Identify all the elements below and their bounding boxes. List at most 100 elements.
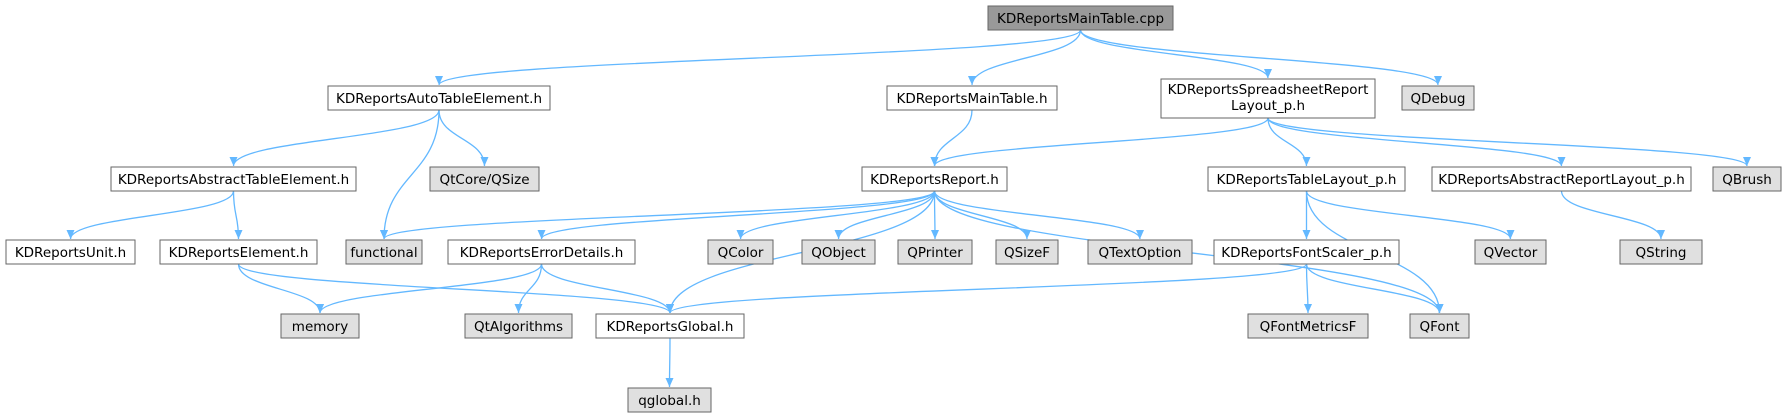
node-globalH[interactable]: KDReportsGlobal.h: [595, 313, 745, 339]
node-qbrush[interactable]: QBrush: [1712, 166, 1782, 192]
node-label: KDReportsReport.h: [870, 172, 999, 188]
node-box: [801, 239, 876, 265]
node-box: [1160, 78, 1376, 119]
node-unitH[interactable]: KDReportsUnit.h: [5, 239, 136, 265]
node-box: [1409, 313, 1470, 339]
edge-mainTableCpp-to-mainTableH: [968, 29, 1082, 86]
node-box: [1087, 239, 1193, 265]
edge-spreadsheetLayoutH-to-tableLayoutH: [1267, 117, 1311, 167]
node-qvector[interactable]: QVector: [1474, 239, 1547, 265]
edge-reportH-to-functional: [380, 190, 936, 240]
node-label: QtCore/QSize: [439, 172, 529, 188]
node-label: KDReportsUnit.h: [15, 245, 126, 261]
node-box: [1712, 166, 1782, 192]
node-autoTableElementH[interactable]: KDReportsAutoTableElement.h: [327, 85, 551, 111]
edge-fontScalerH-to-globalH: [666, 263, 1308, 314]
edge-autoTableElementH-to-qtcoreQsize: [438, 109, 489, 167]
node-box: [1401, 85, 1475, 111]
edges-layer: [66, 29, 1751, 388]
node-fontScalerH[interactable]: KDReportsFontScaler_p.h: [1213, 239, 1400, 265]
node-label: QFont: [1419, 319, 1459, 335]
edge-autoTableElementH-to-abstractTableElementH: [229, 109, 440, 167]
node-label: memory: [292, 319, 348, 335]
node-functional[interactable]: functional: [345, 239, 423, 265]
node-box: [429, 166, 540, 192]
edge-tableLayoutH-to-qvector: [1305, 190, 1515, 240]
node-label: QTextOption: [1099, 245, 1182, 261]
node-label: QBrush: [1722, 172, 1772, 188]
node-box: [110, 166, 357, 192]
node-label: KDReportsMainTable.h: [896, 91, 1047, 107]
edge-elementH-to-memory: [237, 263, 324, 314]
node-label: qglobal.h: [638, 393, 701, 409]
node-qprinter[interactable]: QPrinter: [897, 239, 973, 265]
edge-reportH-to-qcolor: [736, 190, 936, 240]
node-label: QColor: [718, 245, 764, 261]
node-tableLayoutH[interactable]: KDReportsTableLayout_p.h: [1207, 166, 1406, 192]
node-memory[interactable]: memory: [280, 313, 360, 339]
node-qsizef[interactable]: QSizeF: [995, 239, 1059, 265]
node-qtcoreQsize[interactable]: QtCore/QSize: [429, 166, 540, 192]
node-label-line: KDReportsSpreadsheetReport: [1168, 82, 1369, 98]
node-label: KDReportsAutoTableElement.h: [336, 91, 542, 107]
node-box: [1213, 239, 1400, 265]
edge-reportH-to-qsizef: [933, 190, 1031, 240]
node-label: QPrinter: [907, 245, 963, 261]
edge-reportH-to-qtextoption: [933, 190, 1144, 240]
node-label: KDReportsMainTable.cpp: [997, 11, 1164, 27]
node-label: QFontMetricsF: [1260, 319, 1357, 335]
node-box: [595, 313, 745, 339]
edge-fontScalerH-to-qfont: [1305, 263, 1444, 314]
node-reportH[interactable]: KDReportsReport.h: [861, 166, 1008, 192]
node-box: [447, 239, 636, 265]
edge-autoTableElementH-to-functional: [380, 109, 440, 240]
node-label: KDReportsFontScaler_p.h: [1221, 245, 1391, 261]
node-elementH[interactable]: KDReportsElement.h: [159, 239, 318, 265]
node-qobject[interactable]: QObject: [801, 239, 876, 265]
node-errorDetailsH[interactable]: KDReportsErrorDetails.h: [447, 239, 636, 265]
node-box: [886, 85, 1058, 111]
node-box: [897, 239, 973, 265]
node-box: [327, 85, 551, 111]
node-abstractTableElementH[interactable]: KDReportsAbstractTableElement.h: [110, 166, 357, 192]
node-label: QtAlgorithms: [474, 319, 563, 335]
node-box: [1207, 166, 1406, 192]
edge-errorDetailsH-to-qtalgorithms: [514, 263, 543, 314]
node-box: [280, 313, 360, 339]
edge-reportH-to-qobject: [834, 190, 936, 240]
node-qglobalH[interactable]: qglobal.h: [627, 387, 712, 413]
node-qfont[interactable]: QFont: [1409, 313, 1470, 339]
node-label: QSizeF: [1004, 245, 1050, 261]
node-box: [861, 166, 1008, 192]
node-qtextoption[interactable]: QTextOption: [1087, 239, 1193, 265]
node-label: functional: [350, 245, 417, 261]
edge-reportH-to-qprinter: [930, 190, 939, 240]
edge-spreadsheetLayoutH-to-reportH: [930, 117, 1269, 167]
edge-reportH-to-errorDetailsH: [537, 190, 936, 240]
node-mainTableH[interactable]: KDReportsMainTable.h: [886, 85, 1058, 111]
edge-errorDetailsH-to-memory: [316, 263, 543, 314]
node-label: QString: [1636, 245, 1687, 261]
node-label-line: Layout_p.h: [1231, 98, 1305, 114]
edge-spreadsheetLayoutH-to-qbrush: [1267, 117, 1751, 167]
edge-mainTableCpp-to-qdebug: [1079, 29, 1442, 86]
node-box: [464, 313, 573, 339]
node-label: KDReportsAbstractTableElement.h: [118, 172, 349, 188]
node-box: [627, 387, 712, 413]
node-mainTableCpp[interactable]: KDReportsMainTable.cpp: [987, 5, 1174, 31]
node-abstractReportLayoutH[interactable]: KDReportsAbstractReportLayout_p.h: [1431, 166, 1692, 192]
node-label: QObject: [811, 245, 866, 261]
node-box: [1619, 239, 1703, 265]
node-qtalgorithms[interactable]: QtAlgorithms: [464, 313, 573, 339]
node-qdebug[interactable]: QDebug: [1401, 85, 1475, 111]
edge-elementH-to-globalH: [237, 263, 674, 314]
node-label: KDReportsAbstractReportLayout_p.h: [1438, 172, 1685, 188]
node-qstring[interactable]: QString: [1619, 239, 1703, 265]
node-qcolor[interactable]: QColor: [707, 239, 774, 265]
nodes-layer: KDReportsMainTable.cppKDReportsAutoTable…: [5, 5, 1782, 413]
node-box: [5, 239, 136, 265]
node-qfontmetricsf[interactable]: QFontMetricsF: [1247, 313, 1369, 339]
